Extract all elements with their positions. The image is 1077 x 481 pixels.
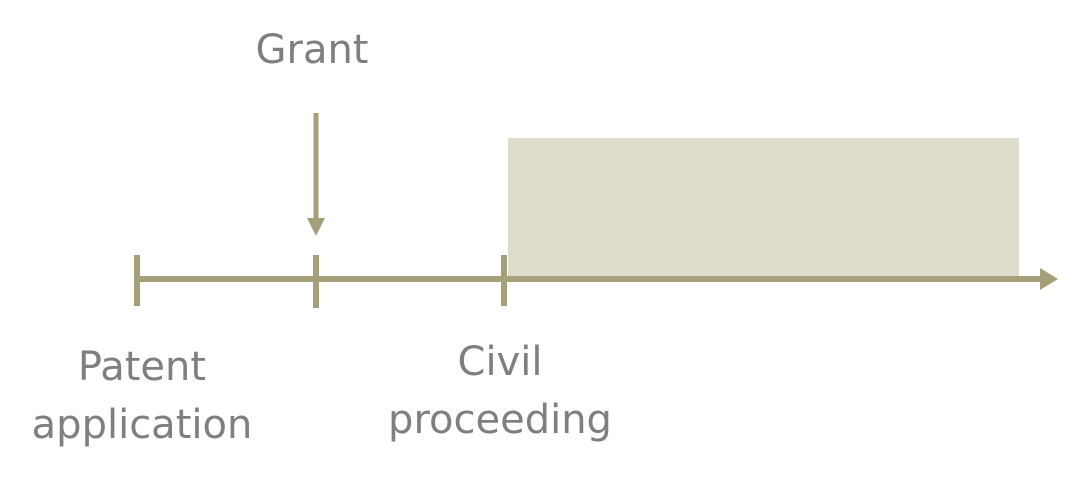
grant-arrowhead bbox=[307, 218, 325, 236]
civil-proceeding-label: Civil proceeding bbox=[380, 333, 620, 449]
civil-proceeding-label-line1: Civil bbox=[457, 339, 543, 385]
axis-arrowhead bbox=[1040, 268, 1058, 290]
civil-proceeding-label-line2: proceeding bbox=[388, 397, 612, 443]
grant-label: Grant bbox=[212, 21, 412, 79]
patent-application-label: Patent application bbox=[22, 338, 262, 454]
grant-label-text: Grant bbox=[255, 27, 369, 73]
patent-application-label-line2: application bbox=[31, 402, 253, 448]
patent-application-label-line1: Patent bbox=[77, 344, 207, 390]
shaded-period bbox=[508, 138, 1019, 277]
